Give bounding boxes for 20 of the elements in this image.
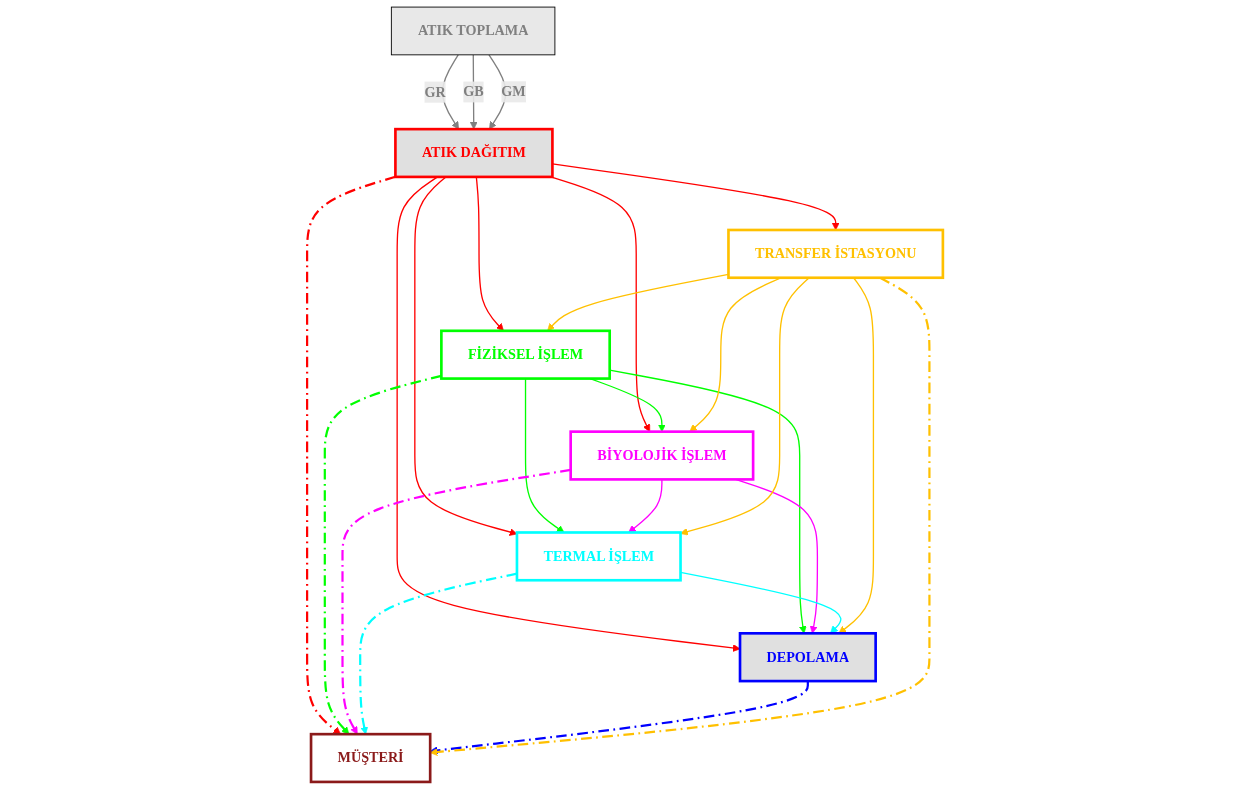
arrow [414, 176, 518, 536]
node-box: ATIK TOPLAMA [390, 6, 556, 56]
node-box: ATIK DAĞITIM [394, 127, 554, 179]
edge-label: GB [463, 84, 484, 100]
node-box: BİYOLOJİK İŞLEM [569, 430, 755, 481]
node-box: TERMAL İŞLEM [515, 531, 682, 582]
edge-label: GM [501, 83, 526, 99]
node-box: DEPOLAMA [738, 632, 877, 683]
arrow [680, 277, 810, 536]
edge-label: GR [424, 84, 446, 100]
arrow [469, 54, 478, 130]
arrow [396, 176, 741, 652]
arrow [838, 277, 875, 634]
arrow [323, 374, 442, 735]
node-box: TRANSFER İSTASYONU [727, 228, 945, 280]
node-box: FİZİKSEL İŞLEM [440, 329, 611, 380]
arrow [609, 369, 807, 634]
arrow [306, 175, 396, 735]
node-box: MÜŞTERİ [309, 732, 432, 784]
arrow [341, 468, 571, 735]
